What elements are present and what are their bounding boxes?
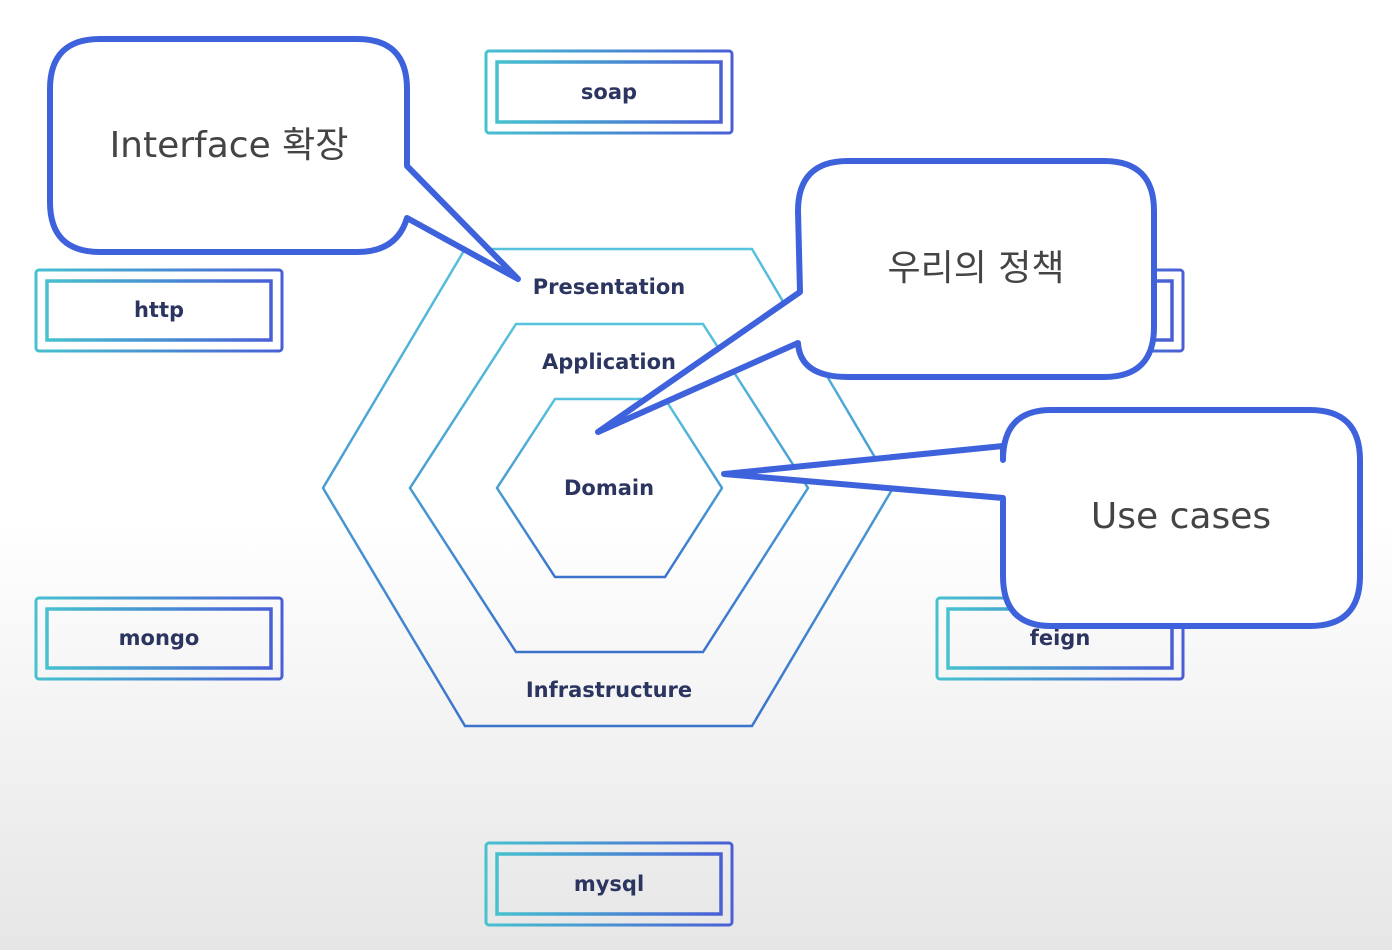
adapter-box-http: http <box>34 268 284 353</box>
adapter-label-http: http <box>134 298 184 322</box>
outer-hexagon <box>321 247 895 728</box>
adapter-box-mysql: mysql <box>484 841 734 927</box>
callout-interface: Interface 확장 <box>47 36 521 282</box>
adapter-label-feign: feign <box>1030 626 1091 650</box>
adapter-label-soap: soap <box>581 80 637 104</box>
callout-policy: 우리의 정책 <box>595 158 1157 435</box>
adapter-box-soap: soap <box>484 49 734 135</box>
layer-label-domain: Domain <box>564 476 654 500</box>
layer-label-application: Application <box>542 350 676 374</box>
callout-interface-text: Interface 확장 <box>110 125 349 166</box>
layer-label-presentation: Presentation <box>533 275 686 299</box>
middle-hexagon <box>408 322 810 654</box>
callout-policy-text: 우리의 정책 <box>887 248 1064 289</box>
adapter-box-mongo: mongo <box>34 596 284 681</box>
callout-use-cases-text: Use cases <box>1091 496 1271 537</box>
layer-label-infrastructure: Infrastructure <box>526 678 692 702</box>
adapter-label-mysql: mysql <box>574 872 644 896</box>
adapter-label-mongo: mongo <box>119 626 200 650</box>
callout-use-cases: Use cases <box>721 407 1363 629</box>
